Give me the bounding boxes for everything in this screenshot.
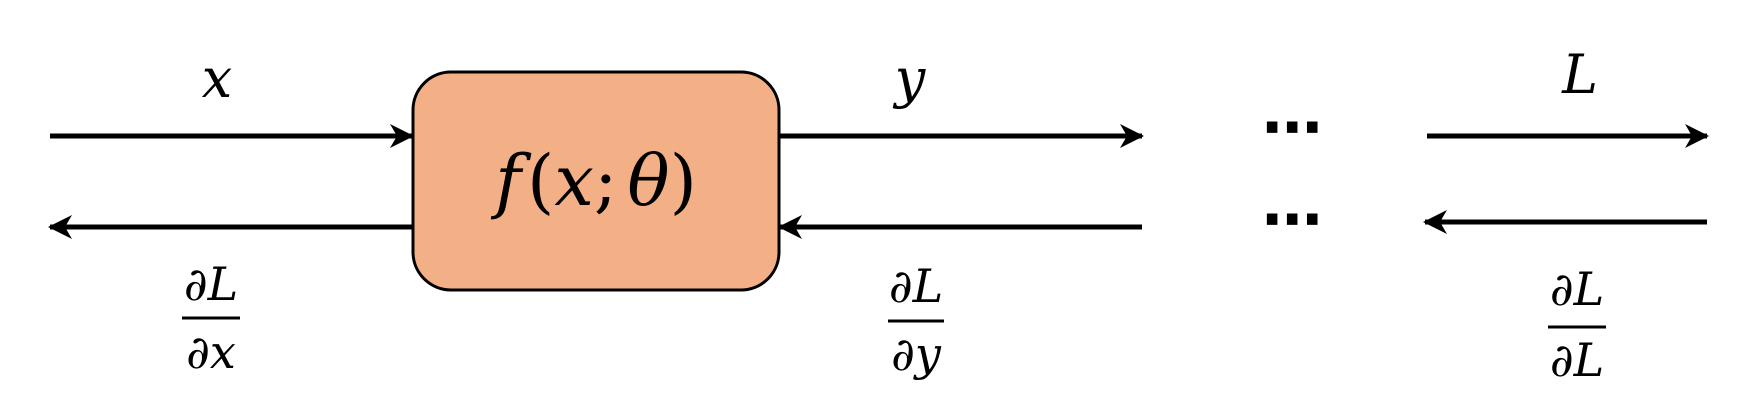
close-paren: ) — [670, 140, 697, 222]
grad-L-numerator: ∂L — [1550, 262, 1604, 316]
function-box — [411, 70, 781, 292]
gradient-dL-dL: ∂L ∂L — [1548, 262, 1606, 387]
grad-y-numerator: ∂L — [889, 259, 943, 313]
output-label-y: y — [893, 47, 927, 110]
input-label-x: x — [202, 47, 232, 110]
gradient-dL-dx: ∂L ∂x — [182, 257, 240, 379]
loss-label-L: L — [1561, 43, 1598, 106]
grad-x-numerator: ∂L — [184, 257, 238, 311]
separator: ; — [594, 140, 618, 222]
gradient-dL-dy: ∂L ∂y — [888, 259, 944, 381]
grad-y-denominator: ∂y — [891, 327, 942, 381]
open-paren: ( — [527, 140, 554, 222]
grad-x-denominator: ∂x — [186, 325, 236, 379]
function-param: θ — [627, 140, 669, 222]
grad-L-denominator: ∂L — [1550, 333, 1604, 387]
function-arg: x — [554, 140, 593, 222]
forward-ellipsis: ⋯ — [1262, 93, 1322, 163]
backward-ellipsis: ⋯ — [1262, 185, 1322, 255]
